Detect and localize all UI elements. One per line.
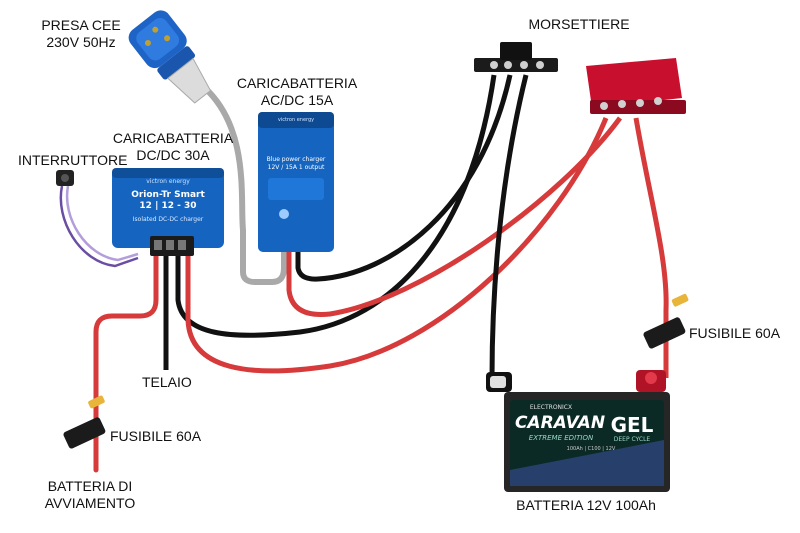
battery-badge: GEL (610, 413, 654, 437)
busbars-label: MORSETTIERE (528, 16, 630, 32)
cee-plug-label: PRESA CEE 230V 50Hz (41, 17, 121, 50)
battery-negative-wire (489, 74, 529, 379)
fuse-left (63, 395, 106, 449)
ac-charger (258, 112, 334, 252)
battery-positive-wire (633, 117, 669, 378)
battery-badge-sub: DEEP CYCLE (613, 436, 651, 443)
battery-brand: ELECTRONICX (529, 404, 573, 411)
battery-line2: EXTREME EDITION (528, 434, 594, 442)
ac-cable (202, 85, 287, 285)
ac-charger-brand: victron energy (277, 117, 315, 123)
service-battery-label: BATTERIA 12V 100Ah (516, 497, 656, 513)
dc-charger (112, 168, 224, 256)
switch-label: INTERRUTTORE (18, 152, 128, 168)
dcdc-positive-wire (185, 117, 609, 374)
ac-positive-wire (286, 116, 623, 317)
dc-charger-subtitle: Isolated DC-DC charger (132, 216, 204, 223)
dc-charger-label: CARICABATTERIA DC/DC 30A (112, 130, 234, 163)
dc-charger-brand: victron energy (146, 178, 190, 185)
switch-wire-a (59, 185, 139, 268)
service-battery (486, 370, 670, 492)
fuse-right-label: FUSIBILE 60A (689, 325, 781, 341)
black-busbar (474, 42, 558, 72)
dc-charger-model: Orion-Tr Smart 12 | 12 - 30 (131, 190, 205, 211)
battery-spec: 100Ah | C100 | 12V (566, 446, 616, 452)
switch (56, 170, 74, 186)
starter-battery-label: BATTERIA DI AVVIAMENTO (44, 478, 136, 511)
fuse-right (643, 293, 689, 349)
ac-charger-model: Blue power charger 12V / 15A 1 output (266, 156, 326, 171)
red-busbar (586, 58, 686, 114)
ac-negative-wire (295, 74, 513, 282)
starter-positive-wire (93, 249, 159, 473)
switch-wire-b (65, 185, 139, 262)
chassis-label: TELAIO (142, 374, 192, 390)
battery-line1: CARAVAN (514, 413, 606, 433)
fuse-left-label: FUSIBILE 60A (110, 428, 202, 444)
cee-plug (128, 10, 212, 104)
ac-charger-label: CARICABATTERIA AC/DC 15A (236, 75, 358, 108)
